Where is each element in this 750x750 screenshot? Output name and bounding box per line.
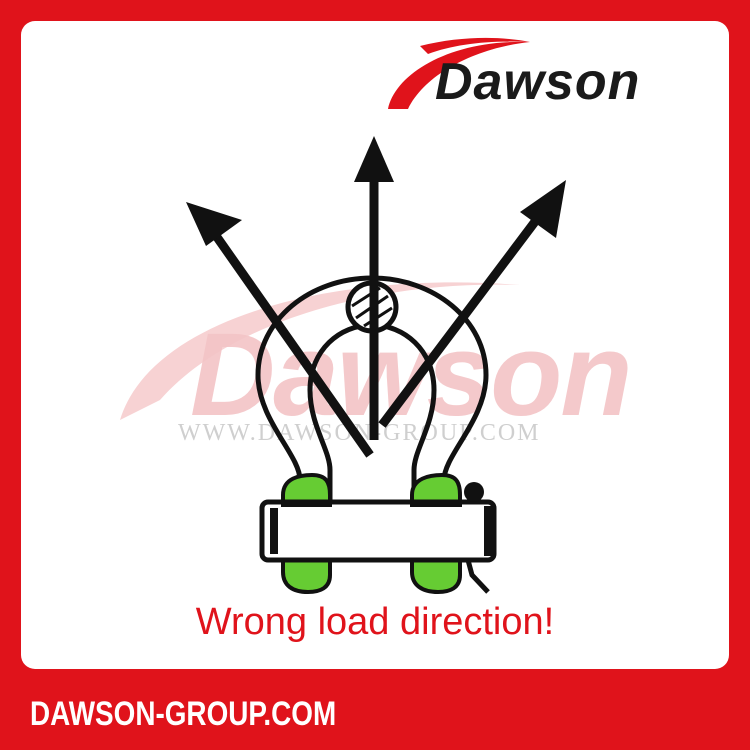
brand-name: Dawson <box>435 53 641 111</box>
warning-caption: Wrong load direction! <box>195 601 555 643</box>
brand-logo: Dawson <box>380 34 710 124</box>
logo-swoosh-icon <box>388 37 530 109</box>
svg-text:Dawson: Dawson <box>190 309 630 441</box>
footer-url: DAWSON-GROUP.COM <box>30 695 337 733</box>
